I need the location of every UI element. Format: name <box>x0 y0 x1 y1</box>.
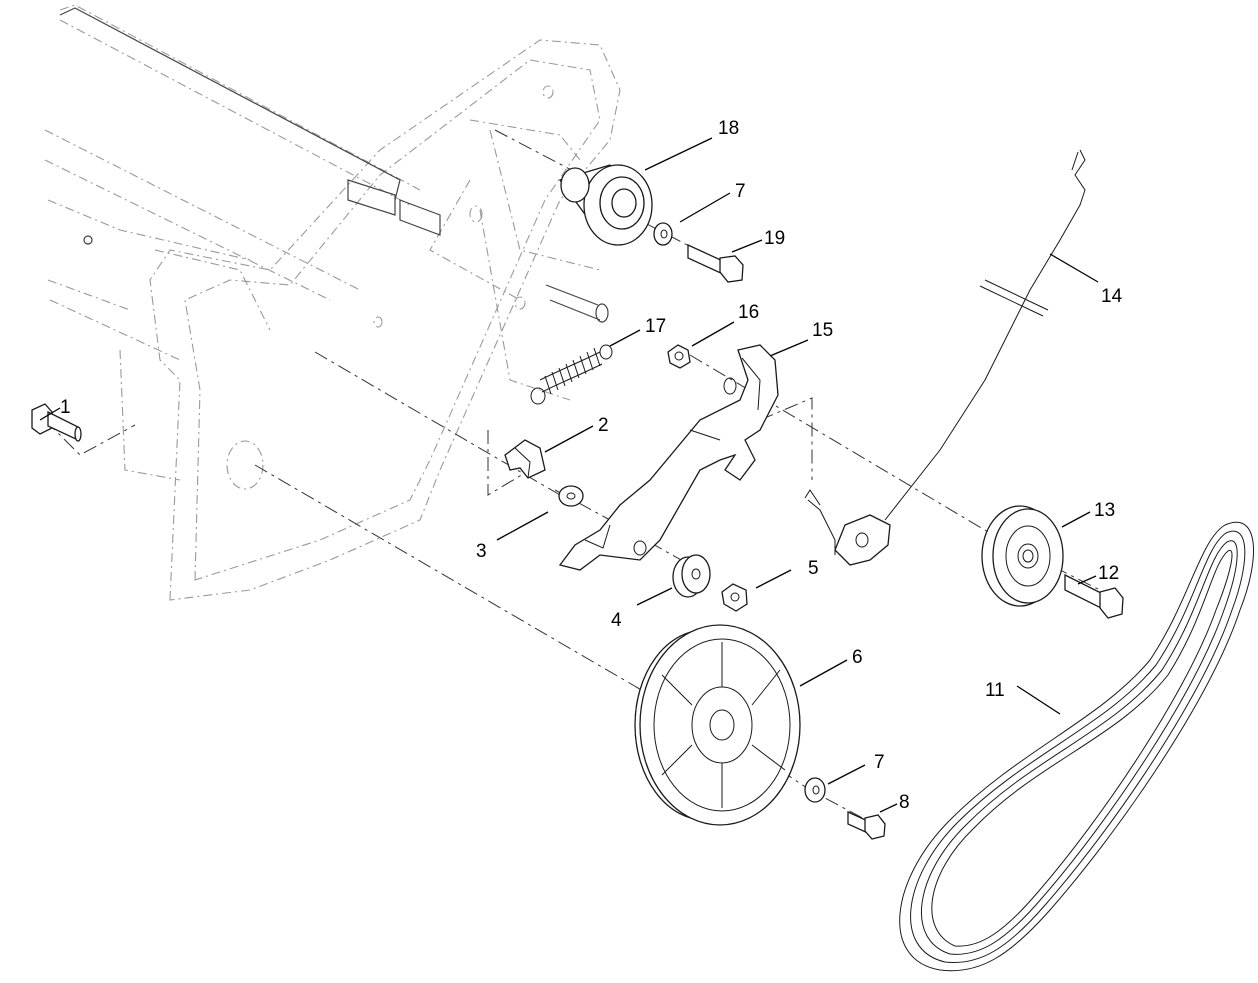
idler-arm-bracket-part-15 <box>558 344 779 571</box>
callout-13: 13 <box>1094 500 1115 521</box>
callout-3: 3 <box>476 541 487 562</box>
drive-pulley-part-6 <box>634 624 801 826</box>
callout-12: 12 <box>1098 563 1119 584</box>
leader-lines <box>39 137 1099 813</box>
flange-bolt-part-1 <box>31 403 82 442</box>
callout-17: 17 <box>645 316 666 337</box>
lock-nut-part-5 <box>721 583 748 612</box>
bolt-part-8 <box>847 810 886 840</box>
callout-19: 19 <box>764 228 785 249</box>
callout-labels: 1 2 3 4 5 6 7 7 8 11 12 13 14 15 16 17 1… <box>60 118 1123 813</box>
callout-4: 4 <box>611 610 622 631</box>
bolt-part-12 <box>1064 573 1124 619</box>
callout-6: 6 <box>852 647 863 668</box>
callout-7-lower: 7 <box>874 752 885 773</box>
callout-14: 14 <box>1101 286 1123 307</box>
frame-solid-details <box>59 7 609 323</box>
callout-16: 16 <box>738 302 759 323</box>
callout-5: 5 <box>808 558 819 579</box>
assembly-centerlines <box>44 129 1101 823</box>
idler-pulley-part-13 <box>981 505 1064 607</box>
bolt-part-19 <box>687 243 744 283</box>
callout-2: 2 <box>598 415 609 436</box>
nut-part-16 <box>667 344 691 369</box>
callout-11: 11 <box>985 680 1005 701</box>
callout-7-upper: 7 <box>735 181 746 202</box>
ghosted-frame-housing <box>44 4 621 601</box>
spacer-part-4 <box>672 554 711 598</box>
washer-part-7-lower <box>804 777 826 803</box>
callout-1: 1 <box>60 397 71 418</box>
extension-spring-part-17 <box>530 344 613 405</box>
control-cable-part-14 <box>804 149 1086 566</box>
washer-part-3 <box>558 485 584 507</box>
drive-belt-part-11 <box>899 522 1254 972</box>
spring-bracket-part-2 <box>504 439 546 479</box>
callout-18: 18 <box>718 118 739 139</box>
washer-part-7-upper <box>653 222 673 246</box>
callout-15: 15 <box>812 320 833 341</box>
bushing-part-18 <box>558 164 653 246</box>
callout-8: 8 <box>899 792 910 813</box>
